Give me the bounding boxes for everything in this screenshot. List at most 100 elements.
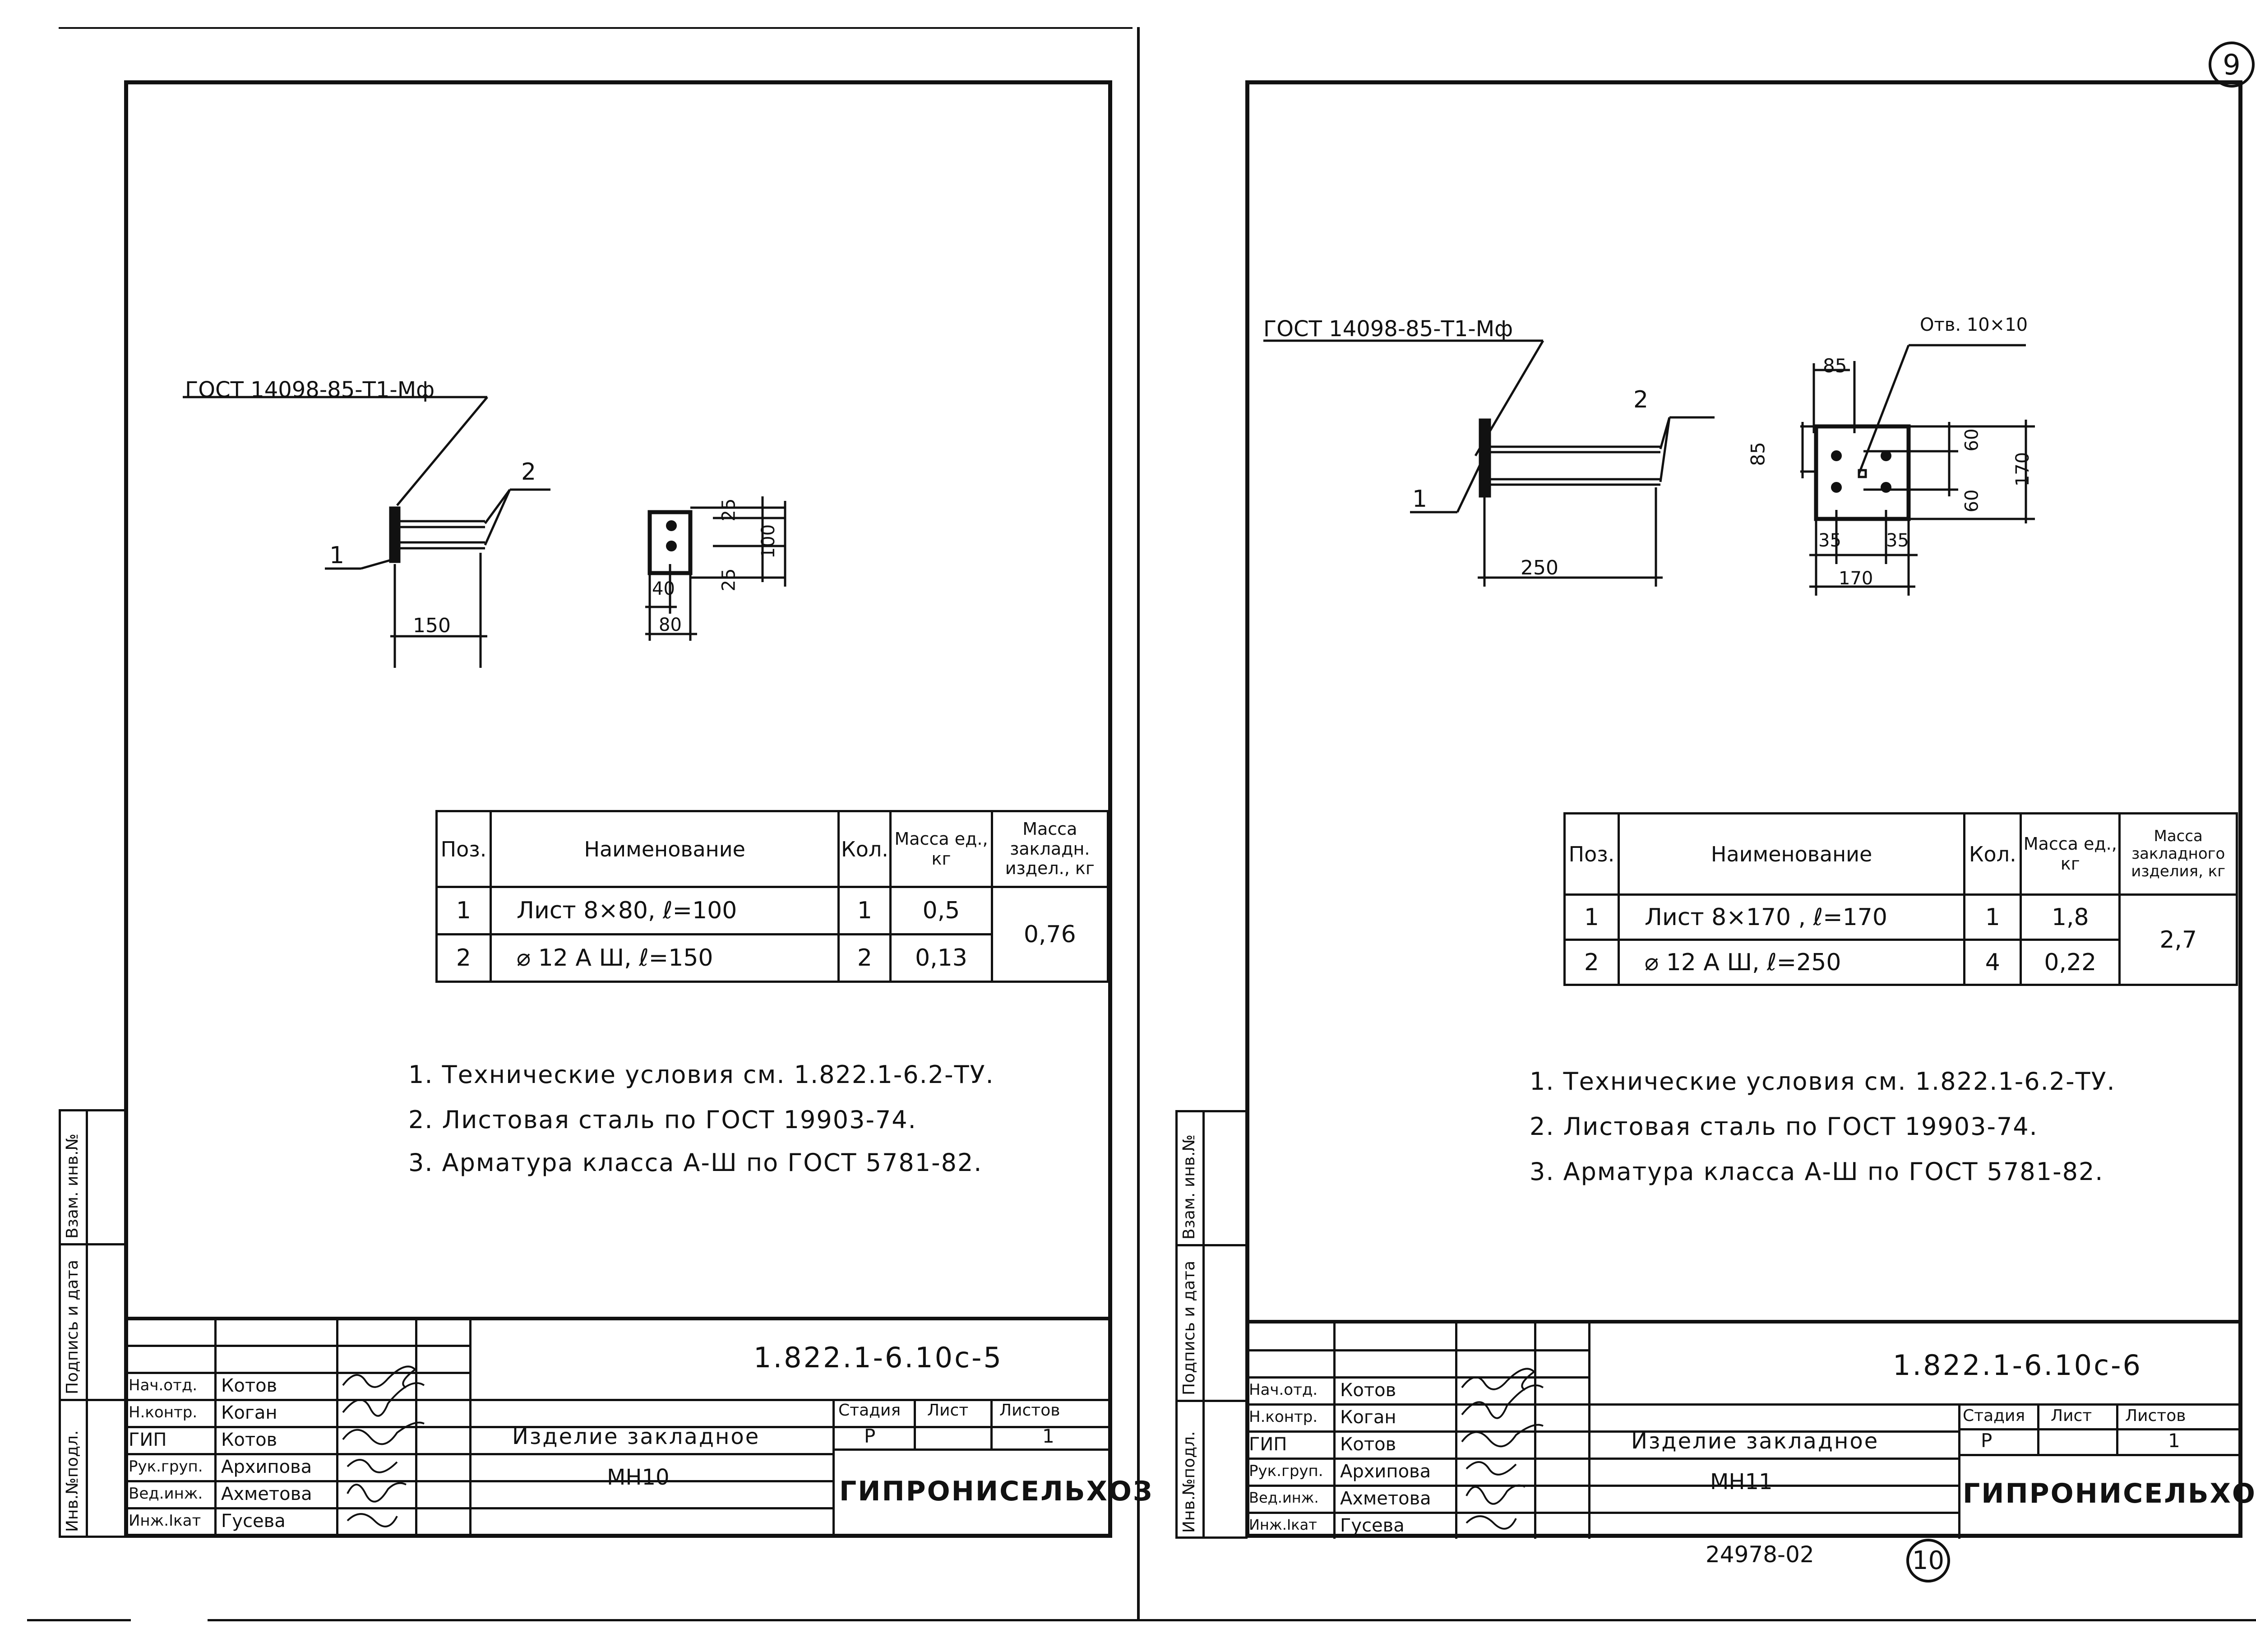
left-side-podpis: Подпись и дата	[63, 1259, 82, 1394]
left-tb-stage-label: Стадия	[838, 1401, 901, 1420]
right-dim-35a: 35	[1818, 530, 1841, 551]
left-tb-h1	[124, 1345, 472, 1347]
right-tb-h2	[1245, 1376, 1590, 1379]
left-r1-mass: 0,5	[889, 886, 993, 935]
left-tb-role-5: Вед.инж.	[129, 1485, 203, 1503]
right-tb-role-2: Н.контр.	[1249, 1408, 1318, 1426]
right-side-stamp-h2	[1175, 1400, 1248, 1402]
right-tb-role-5: Вед.инж.	[1249, 1489, 1319, 1506]
right-dim-170v: 170	[2012, 452, 2034, 487]
table-row: 1 Лист 8×80, ℓ=100 1 0,5 0,76	[435, 886, 1110, 983]
left-side-vzam: Взам. инв.№	[63, 1134, 82, 1239]
right-drawing	[1263, 339, 2035, 596]
right-th-qty: Кол.	[1963, 812, 2022, 896]
right-tb-col5	[1958, 1403, 1960, 1539]
right-tb-h5	[1245, 1458, 1960, 1460]
right-r2-pos: 2	[1563, 939, 1620, 986]
left-gost-label: ГОСТ 14098-85-Т1-Мф	[185, 377, 435, 403]
right-tb-h9	[1958, 1454, 2242, 1456]
left-side-stamp-h2	[59, 1399, 126, 1401]
left-tb-name-3: Котов	[221, 1430, 277, 1450]
right-th-mass-total: Масса закладного изделия, кг	[2118, 812, 2238, 896]
right-pos2-label: 2	[1633, 386, 1649, 413]
left-tb-stage: Р	[864, 1425, 876, 1447]
right-tb-stage-div1	[2037, 1403, 2039, 1455]
page-divider	[1137, 27, 1140, 1620]
left-tb-role-3: ГИП	[129, 1430, 167, 1450]
right-th-pos: Поз.	[1563, 812, 1620, 896]
right-dim-60b: 60	[1961, 489, 1983, 513]
right-tb-col4	[1588, 1320, 1590, 1539]
right-pos2-leader-b	[1659, 417, 1671, 482]
left-side-stamp	[59, 1109, 126, 1538]
right-pos1-leader	[1456, 459, 1484, 513]
right-mass-total: 2,7	[2118, 893, 2238, 986]
left-tb-h6	[124, 1480, 835, 1482]
right-weld-3	[1831, 482, 1842, 493]
left-th-mass-total: Масса закладн. издел., кг	[990, 810, 1110, 888]
right-tb-name-6: Гусева	[1340, 1515, 1405, 1536]
left-plate	[389, 506, 401, 563]
right-tb-name-4: Архипова	[1340, 1461, 1431, 1482]
left-mass-total: 0,76	[990, 886, 1110, 983]
right-tb-name-1: Котов	[1340, 1380, 1396, 1401]
left-side-stamp-divider	[86, 1109, 88, 1538]
right-weld-4	[1881, 482, 1891, 493]
left-tb-sheets-label: Листов	[999, 1401, 1060, 1420]
bottom-line-right	[208, 1619, 2256, 1621]
left-tb-role-4: Рук.груп.	[129, 1458, 203, 1476]
left-tb-top	[124, 1317, 1112, 1320]
left-weld-2	[666, 541, 677, 551]
left-tb-name-6: Гусева	[221, 1511, 286, 1532]
right-tb-role-1: Нач.отд.	[1249, 1381, 1318, 1399]
left-th-pos: Поз.	[435, 810, 492, 888]
table-row: 1 Лист 8×170 , ℓ=170 1 1,8 2,7	[1563, 893, 2238, 986]
left-tb-sheet-label: Лист	[927, 1401, 969, 1420]
right-tb-sheet-label: Лист	[2051, 1407, 2092, 1425]
left-tb-name-5: Ахметова	[221, 1484, 312, 1504]
right-r2-name: ⌀ 12 А Ш, ℓ=250	[1617, 939, 1966, 986]
right-tb-h7	[1245, 1512, 1960, 1514]
left-tb-name-4: Архипова	[221, 1457, 312, 1477]
right-gost-label: ГОСТ 14098-85-Т1-Мф	[1263, 316, 1513, 342]
left-r2-name: ⌀ 12 А Ш, ℓ=150	[489, 933, 840, 983]
left-dim-40: 40	[652, 578, 675, 599]
right-side-stamp-divider	[1202, 1110, 1205, 1539]
right-dim-170h: 170	[1839, 568, 1873, 589]
right-r1-pos: 1	[1563, 893, 1620, 941]
left-r2-mass: 0,13	[889, 933, 993, 983]
left-dim-25b: 25	[718, 568, 740, 592]
left-tb-title-2: МН10	[607, 1465, 670, 1490]
left-r2-qty: 2	[837, 933, 892, 983]
left-tb-name-2: Коган	[221, 1402, 277, 1423]
left-note-1: 1. Технические условия см. 1.822.1-6.2-Т…	[408, 1060, 994, 1089]
left-spec-table: Поз. Наименование Кол. Масса ед., кг Мас…	[435, 810, 1110, 983]
left-tb-stage-div1	[914, 1399, 916, 1449]
left-drawing	[183, 396, 786, 668]
right-hole	[1858, 469, 1867, 478]
left-tb-h5	[124, 1453, 835, 1455]
sheet-number-bottom-text: 10	[1912, 1546, 1945, 1575]
right-tb-name-2: Коган	[1340, 1407, 1396, 1428]
left-tb-role-1: Нач.отд.	[129, 1376, 198, 1394]
archive-number: 24978-02	[1706, 1541, 1814, 1568]
left-tb-name-1: Котов	[221, 1375, 277, 1396]
left-th-qty: Кол.	[837, 810, 892, 888]
left-th-name: Наименование	[489, 810, 840, 888]
left-tb-sheets: 1	[1042, 1425, 1054, 1447]
right-dim-60a: 60	[1961, 428, 1983, 452]
right-tb-stage: Р	[1981, 1430, 1992, 1452]
left-r1-qty: 1	[837, 886, 892, 935]
left-tb-org: ГИПРОНИСЕЛЬХОЗ	[839, 1476, 1154, 1507]
left-tb-h7	[124, 1507, 835, 1509]
right-hole-label: Отв. 10×10	[1920, 315, 2028, 335]
sheet-number-bottom: 10	[1906, 1539, 1950, 1583]
left-dim-25a: 25	[718, 498, 740, 522]
left-r2-pos: 2	[435, 933, 492, 983]
left-r1-name: Лист 8×80, ℓ=100	[489, 886, 840, 935]
left-pos1-leader	[361, 558, 393, 570]
right-side-vzam: Взам. инв.№	[1180, 1134, 1198, 1240]
right-tb-stage-div2	[2116, 1403, 2118, 1455]
left-side-inv-podl: Инв.№подл.	[63, 1430, 82, 1532]
left-th-mass-unit: Масса ед., кг	[889, 810, 993, 888]
